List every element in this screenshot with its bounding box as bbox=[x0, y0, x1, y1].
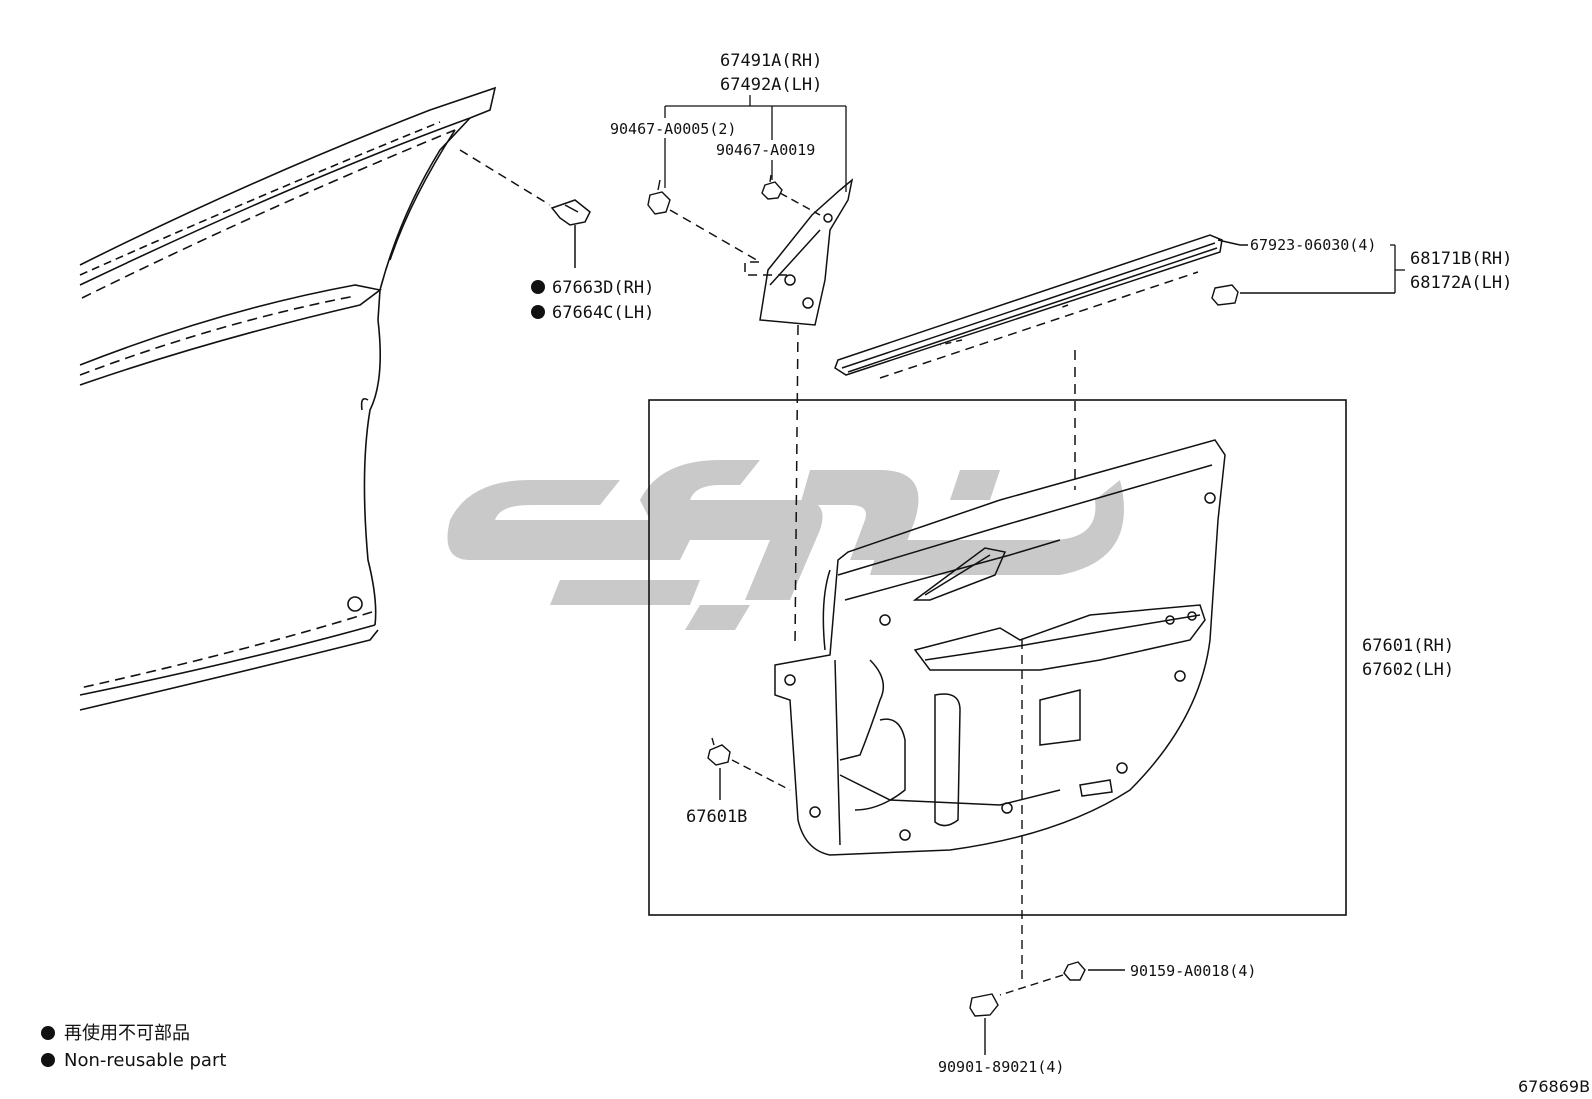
callout-90159-a0018: 90159-A0018(4) bbox=[1130, 962, 1256, 980]
callout-68171b: 68171B(RH) bbox=[1410, 249, 1512, 269]
callout-90901-89021: 90901-89021(4) bbox=[938, 1058, 1064, 1076]
panel-box bbox=[648, 399, 1347, 916]
callout-67923-06030: 67923-06030(4) bbox=[1250, 236, 1376, 254]
figure-reference: 676869B bbox=[1518, 1077, 1590, 1096]
callout-67663d: 67663D(RH) bbox=[552, 278, 654, 298]
clip-67601b-icon bbox=[707, 737, 791, 800]
bottom-fasteners bbox=[969, 640, 1125, 1055]
non-reusable-marker bbox=[531, 280, 545, 294]
callout-67664c: 67664C(LH) bbox=[552, 303, 654, 323]
callout-67602: 67602(LH) bbox=[1362, 660, 1454, 680]
callout-90467-a0019: 90467-A0019 bbox=[716, 141, 815, 159]
front-upper-trim-part bbox=[669, 178, 854, 646]
door-trim-panel-part bbox=[774, 439, 1226, 856]
legend-japanese: 再使用不可部品 bbox=[64, 1023, 190, 1044]
legend-english: Non-reusable part bbox=[64, 1050, 226, 1071]
callout-90467-a0005: 90467-A0005(2) bbox=[610, 120, 736, 138]
weatherstrip-part bbox=[834, 234, 1248, 490]
non-reusable-marker bbox=[531, 305, 545, 319]
logo-watermark bbox=[447, 460, 1124, 630]
clip-icon bbox=[647, 174, 783, 215]
callout-67601: 67601(RH) bbox=[1362, 636, 1454, 656]
legend-bullet bbox=[41, 1053, 55, 1067]
callout-67491a: 67491A(RH) bbox=[720, 51, 822, 71]
door-body-outline bbox=[79, 86, 497, 711]
callout-67601b: 67601B bbox=[686, 807, 747, 827]
callout-brackets bbox=[664, 95, 847, 192]
retainer-clip-icon bbox=[1211, 284, 1395, 306]
front-cover-part bbox=[459, 149, 591, 268]
callout-67492a: 67492A(LH) bbox=[720, 75, 822, 95]
legend-bullet bbox=[41, 1026, 55, 1040]
weatherstrip-bracket bbox=[1390, 244, 1405, 293]
callout-68172a: 68172A(LH) bbox=[1410, 273, 1512, 293]
